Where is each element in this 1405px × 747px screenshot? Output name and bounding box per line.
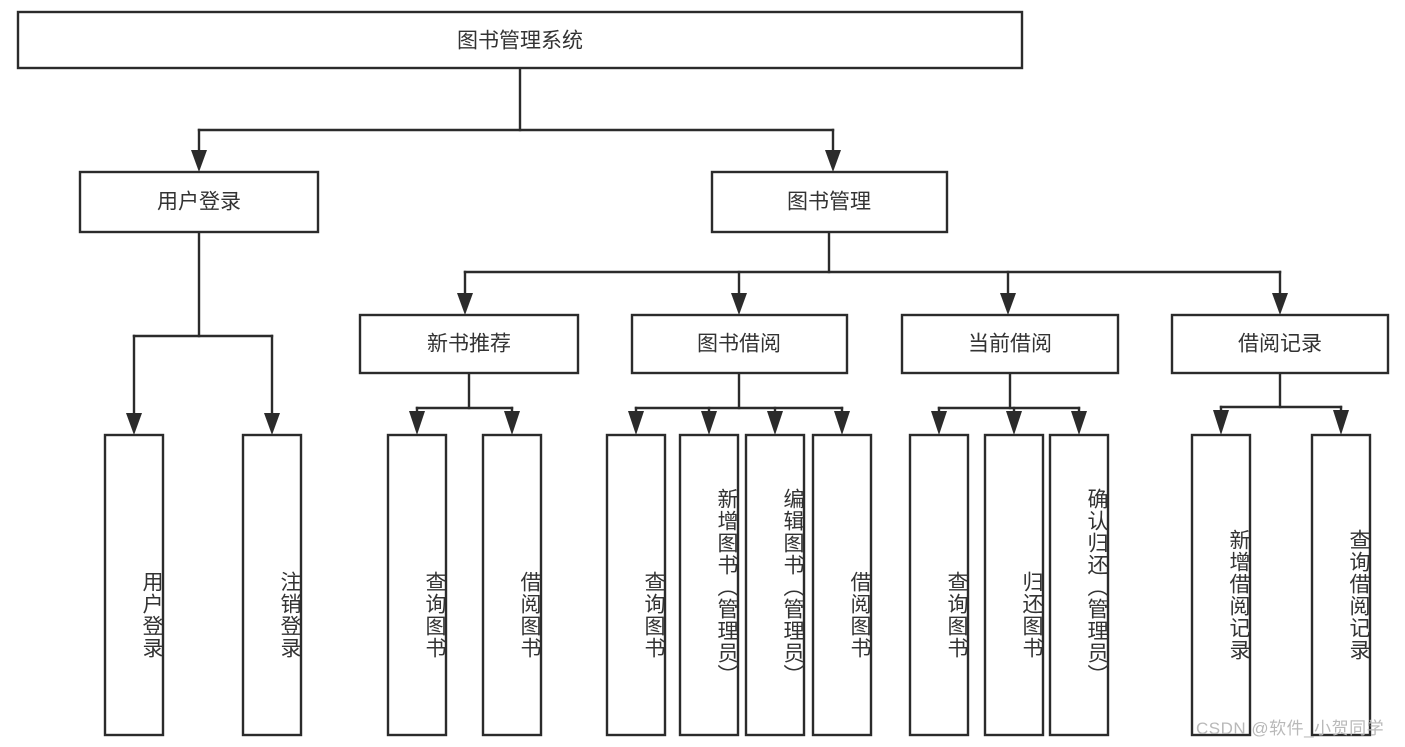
- arrow-head-user-login: [191, 150, 207, 172]
- arrow-head-cb-leaf1: [931, 411, 947, 435]
- arrow-head-borrow: [731, 293, 747, 315]
- node-borrow-record[interactable]: 借阅记录: [1170, 313, 1390, 375]
- node-book-manage[interactable]: 图书管理: [710, 170, 949, 234]
- arrow-head-rc-leaf2: [1333, 410, 1349, 435]
- leaf-box-borrow-book-br[interactable]: [811, 433, 873, 737]
- node-new-book-recommend[interactable]: 新书推荐: [358, 313, 580, 375]
- arrow-head-br-leaf2: [701, 411, 717, 435]
- leaf-box-add-book-admin[interactable]: [678, 433, 740, 737]
- node-book-borrow-box[interactable]: [630, 313, 849, 375]
- arrow-head-book-manage: [825, 150, 841, 172]
- leaf-box-user-login[interactable]: [103, 433, 165, 737]
- node-root-label: 图书管理系统: [457, 30, 583, 53]
- node-current-borrow[interactable]: 当前借阅: [900, 313, 1120, 375]
- arrow-head-cb-leaf2: [1006, 411, 1022, 435]
- leaf-boxes: [103, 433, 1372, 737]
- leaf-box-query-book-cb[interactable]: [908, 433, 970, 737]
- node-current-borrow-label: 当前借阅: [968, 333, 1052, 356]
- arrow-head-ul-leaf2: [264, 413, 280, 435]
- edge-group-current: [931, 371, 1087, 435]
- arrow-head-br-leaf1: [628, 411, 644, 435]
- leaf-box-return-book[interactable]: [983, 433, 1045, 737]
- node-new-book-recommend-label: 新书推荐: [427, 333, 511, 356]
- arrow-head-ul-leaf1: [126, 413, 142, 435]
- node-book-manage-label: 图书管理: [787, 191, 871, 214]
- arrow-head-record: [1272, 293, 1288, 315]
- node-new-book-recommend-box[interactable]: [358, 313, 580, 375]
- edge-group-newbook: [409, 371, 520, 435]
- arrow-head-br-leaf4: [834, 411, 850, 435]
- leaf-box-query-book-nb[interactable]: [386, 433, 448, 737]
- node-user-login[interactable]: 用户登录: [78, 170, 320, 234]
- edge-group-borrow: [628, 371, 850, 435]
- leaf-box-add-record[interactable]: [1190, 433, 1252, 737]
- node-root[interactable]: 图书管理系统: [16, 10, 1024, 70]
- node-borrow-record-box[interactable]: [1170, 313, 1390, 375]
- node-borrow-record-label: 借阅记录: [1238, 333, 1322, 356]
- node-current-borrow-box[interactable]: [900, 313, 1120, 375]
- csdn-watermark: CSDN @软件_小贺同学: [1196, 719, 1385, 738]
- edge-group-user-login: [126, 230, 280, 435]
- arrow-head-nb-leaf1: [409, 411, 425, 435]
- arrow-head-current: [1000, 293, 1016, 315]
- node-root-box[interactable]: [16, 10, 1024, 70]
- leaf-box-query-record[interactable]: [1310, 433, 1372, 737]
- node-book-manage-box[interactable]: [710, 170, 949, 234]
- leaf-box-logout[interactable]: [241, 433, 303, 737]
- arrow-head-rc-leaf1: [1213, 410, 1229, 435]
- arrow-head-newbook: [457, 293, 473, 315]
- leaf-box-query-book-br[interactable]: [605, 433, 667, 737]
- leaf-box-confirm-return-admin[interactable]: [1048, 433, 1110, 737]
- leaf-box-edit-book-admin[interactable]: [744, 433, 806, 737]
- arrow-head-nb-leaf2: [504, 411, 520, 435]
- node-user-login-label: 用户登录: [157, 191, 241, 214]
- node-book-borrow-label: 图书借阅: [697, 333, 781, 356]
- edge-group-book-manage: [457, 230, 1288, 315]
- arrow-head-br-leaf3: [767, 411, 783, 435]
- edge-group-root: [191, 66, 841, 172]
- node-book-borrow[interactable]: 图书借阅: [630, 313, 849, 375]
- node-user-login-box[interactable]: [78, 170, 320, 234]
- edge-group-record: [1213, 371, 1349, 435]
- arrow-head-cb-leaf3: [1071, 411, 1087, 435]
- leaf-box-borrow-book-nb[interactable]: [481, 433, 543, 737]
